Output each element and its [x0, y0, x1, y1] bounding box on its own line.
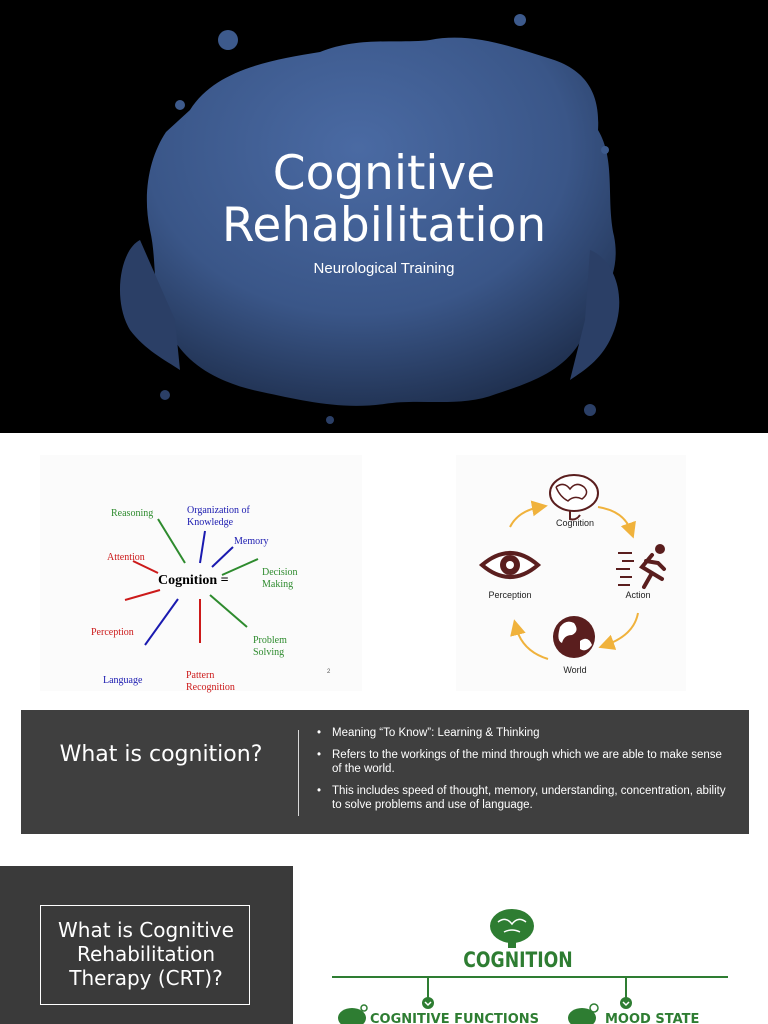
- label-reasoning: Reasoning: [111, 508, 154, 519]
- running-person-icon: [616, 544, 666, 589]
- label-action: Action: [625, 590, 651, 600]
- dark-panel: What is Cognitive Rehabilitation Therapy…: [0, 866, 293, 1024]
- label-language: Language: [103, 675, 143, 686]
- cognition-overview-slide: Reasoning Organization of Knowledge Memo…: [0, 433, 768, 700]
- what-is-crt-slide: What is Cognitive Rehabilitation Therapy…: [0, 866, 768, 1024]
- page-number: 2: [327, 669, 331, 675]
- word-map-lines: [124, 518, 259, 646]
- cognition-heading: COGNITION: [463, 948, 573, 972]
- bullet-list: •Meaning “To Know”: Learning & Thinking …: [313, 726, 733, 820]
- label-perception: Perception: [91, 627, 134, 638]
- title-line-1: Cognitive: [272, 146, 496, 201]
- bullet-text: Meaning “To Know”: Learning & Thinking: [332, 727, 540, 739]
- label-problem-line1: Problem: [253, 635, 287, 646]
- crt-question-line3: Therapy (CRT)?: [69, 966, 223, 990]
- label-pattern-line2: Recognition: [186, 682, 235, 693]
- label-decision-line2: Making: [262, 579, 294, 590]
- line-attention: [132, 560, 159, 574]
- label-cognition: Cognition: [555, 518, 595, 528]
- gear-brain-icon: [338, 1004, 368, 1024]
- label-organization-line1: Organization of: [187, 505, 250, 516]
- chevron-down-icon: [422, 997, 434, 1009]
- label-memory: Memory: [234, 536, 269, 547]
- title-slide: Cognitive Rehabilitation Neurological Tr…: [0, 0, 768, 433]
- cycle-graphic: [478, 474, 666, 660]
- cognition-tree-graphic: [332, 909, 728, 1024]
- label-perception-cycle: Perception: [488, 590, 532, 600]
- title-box: What is Cognitive Rehabilitation Therapy…: [40, 905, 250, 1005]
- label-attention: Attention: [107, 552, 145, 563]
- crt-question: What is Cognitive Rehabilitation Therapy…: [41, 918, 251, 990]
- bullet-item: • This includes speed of thought, memory,…: [313, 784, 733, 812]
- label-organization: Organization of Knowledge: [187, 505, 250, 529]
- bullet-glyph: •: [317, 785, 322, 797]
- cognition-word-map: Reasoning Organization of Knowledge Memo…: [40, 455, 362, 694]
- arrow-perception-to-cognition: [509, 500, 548, 528]
- line-perception: [124, 589, 161, 601]
- crt-question-line1: What is Cognitive: [58, 918, 234, 942]
- bullet-item: • Refers to the workings of the mind thro…: [313, 748, 733, 776]
- label-pattern-line1: Pattern: [186, 670, 215, 681]
- bullet-item: • Meaning “To Know”: Learning & Thinking: [313, 726, 733, 740]
- arrow-world-to-perception: [510, 619, 549, 660]
- line-organization: [199, 530, 206, 564]
- arrow-action-to-world: [598, 612, 639, 650]
- label-decision-line1: Decision: [262, 567, 298, 578]
- slide-subtitle: Neurological Training: [313, 260, 455, 277]
- cognitive-functions-label: COGNITIVE FUNCTIONS: [370, 1012, 540, 1024]
- mood-state-label: MOOD STATE: [605, 1012, 700, 1024]
- brain-icon: [549, 474, 599, 521]
- bullet-glyph: •: [317, 749, 322, 761]
- label-decision: Decision Making: [262, 567, 298, 591]
- vertical-divider: [298, 730, 299, 816]
- slide-heading: What is cognition?: [59, 742, 263, 767]
- eye-icon: [478, 551, 542, 579]
- slide-title: Cognitive Rehabilitation: [0, 148, 768, 252]
- paint-splash-graphic: [119, 14, 620, 424]
- line-reasoning: [157, 518, 186, 564]
- label-world: World: [563, 665, 587, 675]
- brain-icon: [490, 909, 534, 948]
- cognition-center-label: Cognition =: [158, 573, 229, 588]
- line-memory: [211, 546, 234, 568]
- label-organization-line2: Knowledge: [187, 517, 234, 528]
- what-is-cognition-slide: What is cognition? • Meaning “To Know”: L…: [21, 710, 749, 834]
- bullet-glyph: •: [317, 727, 322, 739]
- chevron-down-icon: [620, 997, 632, 1009]
- cognition-cycle-diagram: Cognition Action World Perception: [456, 455, 686, 691]
- line-decision: [221, 558, 259, 576]
- line-problem: [209, 594, 248, 628]
- line-language: [144, 598, 179, 646]
- bullet-text: This includes speed of thought, memory, …: [332, 785, 726, 811]
- title-line-2: Rehabilitation: [221, 198, 547, 253]
- globe-icon: [553, 616, 595, 658]
- crt-question-line2: Rehabilitation: [76, 942, 215, 966]
- label-problem: Problem Solving: [253, 635, 287, 659]
- mood-brain-icon: [568, 1003, 599, 1024]
- label-problem-line2: Solving: [253, 647, 285, 658]
- label-pattern: Pattern Recognition: [186, 670, 235, 694]
- arrow-cognition-to-action: [597, 506, 636, 539]
- bullet-text: Refers to the workings of the mind throu…: [332, 749, 722, 775]
